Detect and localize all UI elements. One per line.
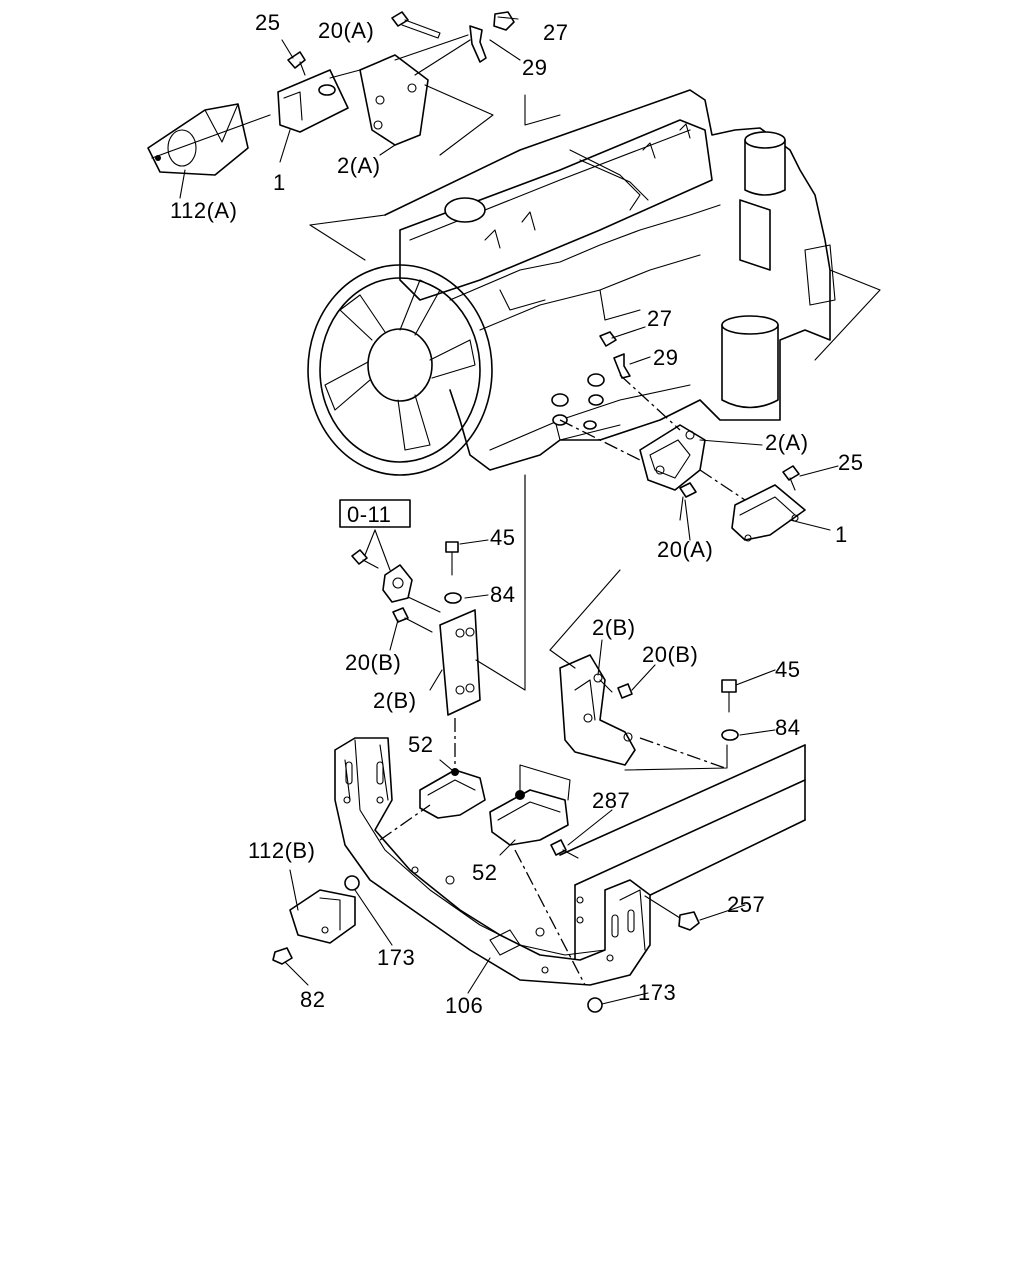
callout-labels: 25 20(A) 27 29 2(A) 1 112(A) 27 29 2(A) … [170,10,863,1018]
callout-2a-mid: 2(A) [765,430,809,455]
callout-29-mid: 29 [653,345,678,370]
bracket-2a-mid [639,424,706,491]
engine-assembly [307,89,881,476]
mount-52-right [489,789,569,846]
plate-2b-left [439,609,481,716]
callout-112a: 112(A) [170,198,237,223]
callout-52-left: 52 [408,732,433,757]
ref-box-0-11 [339,499,411,528]
callout-45-right: 45 [775,657,800,682]
mid-bracket-group [559,331,806,542]
callout-1-mid: 1 [835,522,848,547]
callout-173-left: 173 [377,945,415,970]
mount-1-top [277,69,349,133]
crossmember-106 [334,737,651,986]
callout-20a-mid: 20(A) [657,537,713,562]
frame-rail [559,744,806,971]
callout-287: 287 [592,788,630,813]
callout-0-11: 0-11 [347,502,391,527]
left-insulator-stack [339,474,526,765]
callout-20b-right: 20(B) [642,642,698,667]
callout-52-right: 52 [472,860,497,885]
bracket-112b [272,875,700,1013]
callout-leaders [281,16,839,1005]
callout-1-top: 1 [273,170,286,195]
mount-1-mid [731,484,806,541]
callout-82: 82 [300,987,325,1012]
callout-29-top: 29 [522,55,547,80]
callout-2b-left: 2(B) [373,688,417,713]
callout-2a-top: 2(A) [337,153,381,178]
callout-112b: 112(B) [248,838,315,863]
callout-27-top: 27 [543,20,568,45]
right-bracket-group [549,569,739,771]
top-bracket-group [147,11,515,199]
callout-45-left: 45 [490,525,515,550]
callout-84-left: 84 [490,582,515,607]
callout-257: 257 [727,892,765,917]
mounts-52 [379,764,586,986]
callout-25-top: 25 [255,10,280,35]
callout-20b-left: 20(B) [345,650,401,675]
callout-106: 106 [445,993,483,1018]
callout-84-right: 84 [775,715,800,740]
callout-173-right: 173 [638,980,676,1005]
callout-20a-top: 20(A) [318,18,374,43]
callout-27-mid: 27 [647,306,672,331]
callout-25-mid: 25 [838,450,863,475]
bracket-2b-right [559,654,636,766]
bracket-2a-top [359,54,429,146]
callout-2b-right: 2(B) [592,615,636,640]
